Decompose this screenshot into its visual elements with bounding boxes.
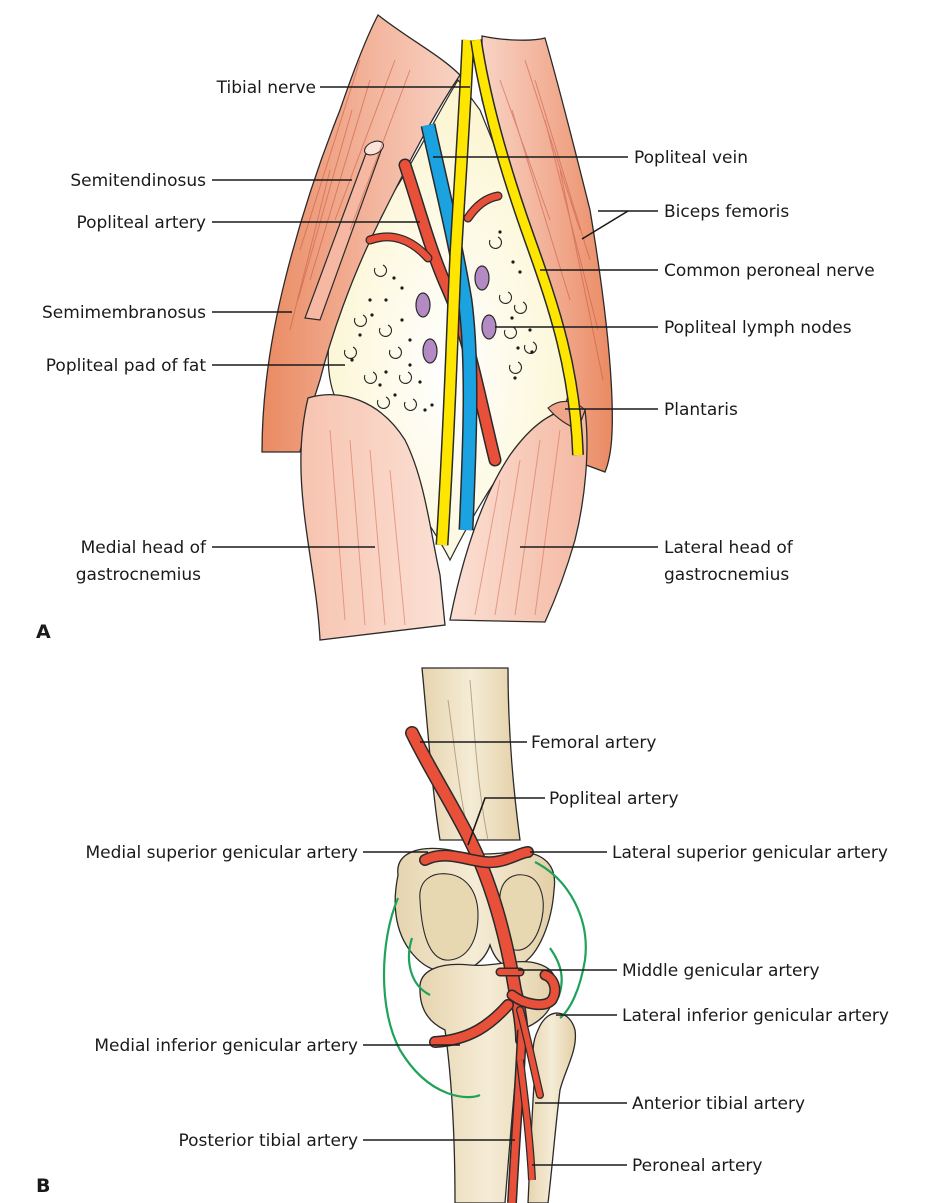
label-middle-genicular: Middle genicular artery [622, 961, 820, 981]
label-plantaris: Plantaris [664, 400, 738, 420]
label-common-peroneal-nerve: Common peroneal nerve [664, 261, 875, 281]
label-semimembranosus: Semimembranosus [42, 303, 206, 323]
label-lateral-head-2: gastrocnemius [664, 565, 789, 585]
label-anterior-tibial: Anterior tibial artery [632, 1094, 805, 1114]
label-popliteal-artery-b: Popliteal artery [549, 789, 679, 809]
label-lateral-inferior-genicular: Lateral inferior genicular artery [622, 1006, 889, 1026]
panel-a: Tibial nerve Semitendinosus Popliteal ar… [36, 15, 875, 643]
label-biceps-femoris: Biceps femoris [664, 202, 789, 222]
label-popliteal-lymph-nodes: Popliteal lymph nodes [664, 318, 852, 338]
label-semitendinosus: Semitendinosus [70, 171, 206, 191]
label-medial-superior-genicular: Medial superior genicular artery [85, 843, 358, 863]
label-posterior-tibial: Posterior tibial artery [178, 1131, 358, 1151]
panel-a-letter: A [36, 621, 51, 643]
label-popliteal-pad-of-fat: Popliteal pad of fat [46, 356, 207, 376]
panel-b-letter: B [36, 1175, 50, 1197]
label-medial-head-2: gastrocnemius [76, 565, 201, 585]
label-lateral-superior-genicular: Lateral superior genicular artery [612, 843, 888, 863]
label-popliteal-vein: Popliteal vein [634, 148, 748, 168]
label-popliteal-artery-a: Popliteal artery [76, 213, 206, 233]
label-medial-head-1: Medial head of [81, 538, 207, 558]
panel-b: Femoral artery Popliteal artery Medial s… [36, 668, 889, 1203]
label-tibial-nerve: Tibial nerve [216, 78, 316, 98]
label-peroneal: Peroneal artery [632, 1156, 762, 1176]
label-femoral-artery: Femoral artery [531, 733, 656, 753]
label-lateral-head-1: Lateral head of [664, 538, 794, 558]
label-medial-inferior-genicular: Medial inferior genicular artery [94, 1036, 358, 1056]
